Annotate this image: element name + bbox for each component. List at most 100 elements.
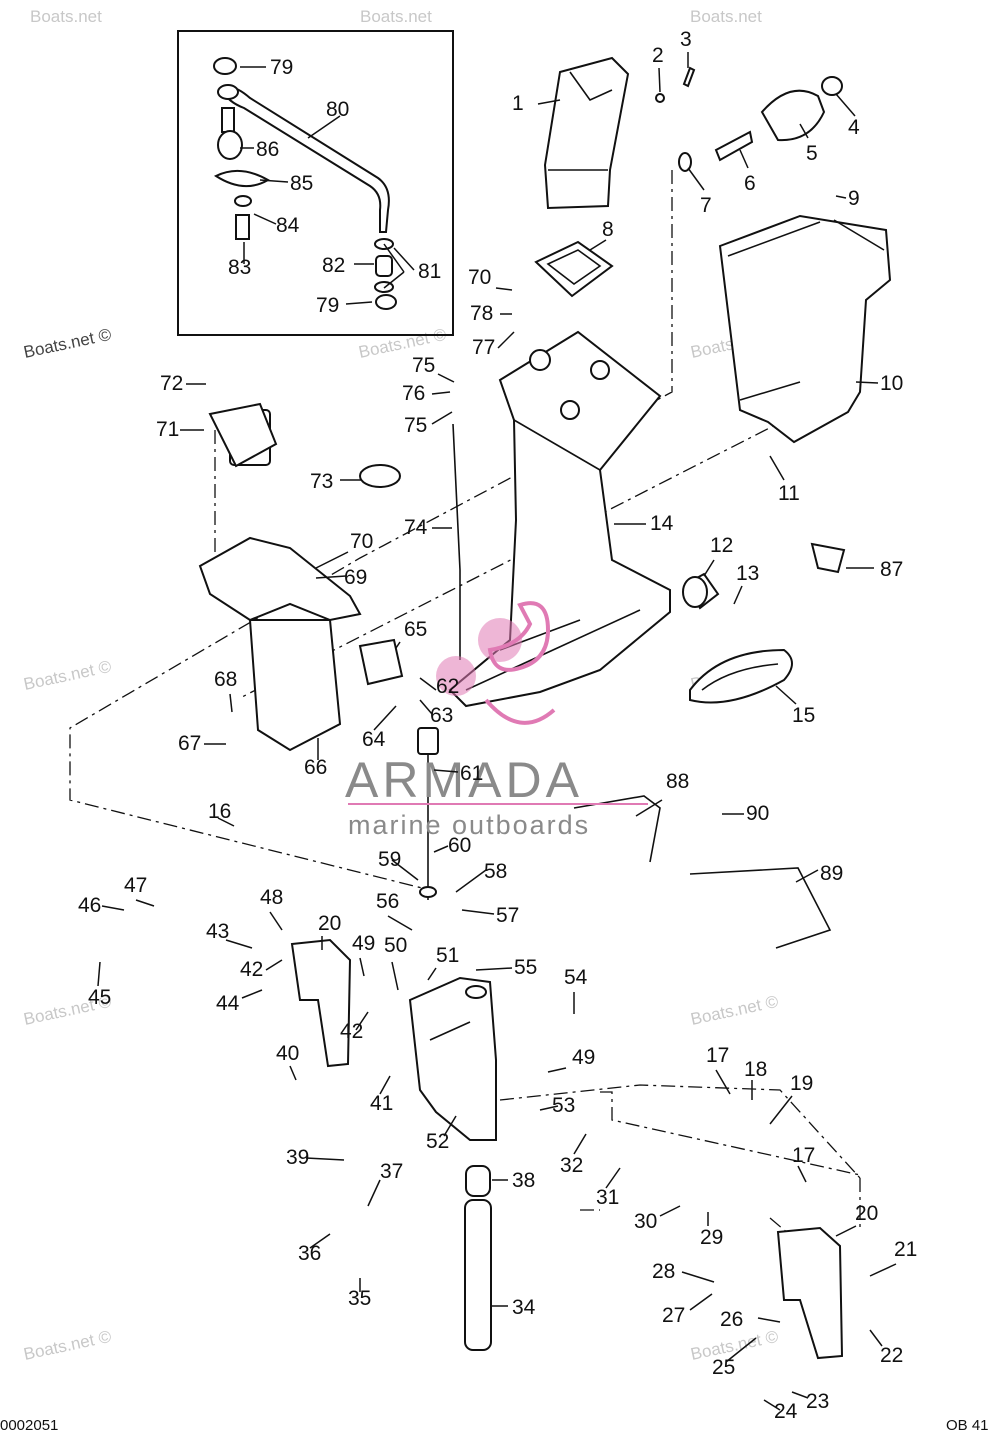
part-number-13[interactable]: 13 <box>736 562 759 585</box>
part-number-36[interactable]: 36 <box>298 1242 321 1265</box>
part-number-70[interactable]: 70 <box>468 266 491 289</box>
part-number-55[interactable]: 55 <box>514 956 537 979</box>
part-number-7[interactable]: 7 <box>700 194 712 217</box>
part-number-24[interactable]: 24 <box>774 1400 798 1423</box>
part-number-9[interactable]: 9 <box>848 187 860 210</box>
part-number-17[interactable]: 17 <box>706 1044 729 1067</box>
part-number-15[interactable]: 15 <box>792 704 815 727</box>
part-number-6[interactable]: 6 <box>744 172 756 195</box>
part-number-88[interactable]: 88 <box>666 770 689 793</box>
part-number-72[interactable]: 72 <box>160 372 183 395</box>
part-number-45[interactable]: 45 <box>88 986 111 1009</box>
part-number-67[interactable]: 67 <box>178 732 201 755</box>
part-number-49[interactable]: 49 <box>572 1046 595 1069</box>
part-number-77[interactable]: 77 <box>472 336 495 359</box>
part-number-48[interactable]: 48 <box>260 886 283 909</box>
part-number-54[interactable]: 54 <box>564 966 588 989</box>
part-number-56[interactable]: 56 <box>376 890 399 913</box>
part-number-69[interactable]: 69 <box>344 566 367 589</box>
part-number-42[interactable]: 42 <box>340 1020 363 1043</box>
part-number-84[interactable]: 84 <box>276 214 300 237</box>
part-number-51[interactable]: 51 <box>436 944 459 967</box>
part-number-76[interactable]: 76 <box>402 382 425 405</box>
part-number-87[interactable]: 87 <box>880 558 903 581</box>
part-number-57[interactable]: 57 <box>496 904 519 927</box>
part-number-44[interactable]: 44 <box>216 992 240 1015</box>
part-number-2[interactable]: 2 <box>652 44 664 67</box>
part-number-75[interactable]: 75 <box>404 414 427 437</box>
part-number-78[interactable]: 78 <box>470 302 493 325</box>
part-number-17[interactable]: 17 <box>792 1144 815 1167</box>
part-number-28[interactable]: 28 <box>652 1260 675 1283</box>
part-number-3[interactable]: 3 <box>680 28 692 51</box>
part-number-30[interactable]: 30 <box>634 1210 657 1233</box>
part-number-16[interactable]: 16 <box>208 800 231 823</box>
part-number-47[interactable]: 47 <box>124 874 147 897</box>
part-number-79[interactable]: 79 <box>270 56 293 79</box>
part-number-1[interactable]: 1 <box>512 92 524 115</box>
part-number-25[interactable]: 25 <box>712 1356 735 1379</box>
part-number-8[interactable]: 8 <box>602 218 614 241</box>
part-number-83[interactable]: 83 <box>228 256 251 279</box>
part-number-66[interactable]: 66 <box>304 756 327 779</box>
part-number-46[interactable]: 46 <box>78 894 101 917</box>
part-number-20[interactable]: 20 <box>855 1202 878 1225</box>
clamp-bracket-right <box>776 1226 844 1360</box>
part-number-10[interactable]: 10 <box>880 372 903 395</box>
part-number-31[interactable]: 31 <box>596 1186 619 1209</box>
part-number-53[interactable]: 53 <box>552 1094 575 1117</box>
part-number-58[interactable]: 58 <box>484 860 507 883</box>
part-number-63[interactable]: 63 <box>430 704 453 727</box>
part-number-12[interactable]: 12 <box>710 534 733 557</box>
part-number-5[interactable]: 5 <box>806 142 818 165</box>
part-number-61[interactable]: 61 <box>460 762 483 785</box>
part-number-60[interactable]: 60 <box>448 834 471 857</box>
part-number-40[interactable]: 40 <box>276 1042 299 1065</box>
part-number-73[interactable]: 73 <box>310 470 333 493</box>
part-number-79[interactable]: 79 <box>316 294 339 317</box>
part-number-52[interactable]: 52 <box>426 1130 449 1153</box>
part-number-22[interactable]: 22 <box>880 1344 903 1367</box>
part-number-74[interactable]: 74 <box>404 516 428 539</box>
part-number-37[interactable]: 37 <box>380 1160 403 1183</box>
part-number-27[interactable]: 27 <box>662 1304 685 1327</box>
part-number-50[interactable]: 50 <box>384 934 407 957</box>
part-number-21[interactable]: 21 <box>894 1238 917 1261</box>
part-number-59[interactable]: 59 <box>378 848 401 871</box>
leader-line-24 <box>763 1399 781 1411</box>
part-number-86[interactable]: 86 <box>256 138 279 161</box>
part-number-75[interactable]: 75 <box>412 354 435 377</box>
armada-logo <box>436 601 556 725</box>
part-number-70[interactable]: 70 <box>350 530 373 553</box>
part-number-39[interactable]: 39 <box>286 1146 309 1169</box>
part-number-23[interactable]: 23 <box>806 1390 829 1413</box>
part-number-68[interactable]: 68 <box>214 668 237 691</box>
part-number-71[interactable]: 71 <box>156 418 179 441</box>
part-number-35[interactable]: 35 <box>348 1287 371 1310</box>
part-number-14[interactable]: 14 <box>650 512 674 535</box>
part-number-26[interactable]: 26 <box>720 1308 743 1331</box>
part-number-18[interactable]: 18 <box>744 1058 767 1081</box>
part-number-41[interactable]: 41 <box>370 1092 393 1115</box>
part-number-62[interactable]: 62 <box>436 675 459 698</box>
part-number-49[interactable]: 49 <box>352 932 375 955</box>
part-number-64[interactable]: 64 <box>362 728 386 751</box>
part-number-19[interactable]: 19 <box>790 1072 813 1095</box>
part-number-80[interactable]: 80 <box>326 98 349 121</box>
part-number-81[interactable]: 81 <box>418 260 441 283</box>
part-number-82[interactable]: 82 <box>322 254 345 277</box>
part-number-32[interactable]: 32 <box>560 1154 583 1177</box>
part-number-89[interactable]: 89 <box>820 862 843 885</box>
part-number-43[interactable]: 43 <box>206 920 229 943</box>
part-number-38[interactable]: 38 <box>512 1169 535 1192</box>
part-number-90[interactable]: 90 <box>746 802 769 825</box>
part-number-34[interactable]: 34 <box>512 1296 536 1319</box>
part-number-85[interactable]: 85 <box>290 172 313 195</box>
part-number-42[interactable]: 42 <box>240 958 263 981</box>
part-number-11[interactable]: 11 <box>778 482 800 505</box>
part-number-4[interactable]: 4 <box>848 116 860 139</box>
leader-line-56 <box>387 915 413 931</box>
part-number-20[interactable]: 20 <box>318 912 341 935</box>
part-number-65[interactable]: 65 <box>404 618 427 641</box>
part-number-29[interactable]: 29 <box>700 1226 723 1249</box>
